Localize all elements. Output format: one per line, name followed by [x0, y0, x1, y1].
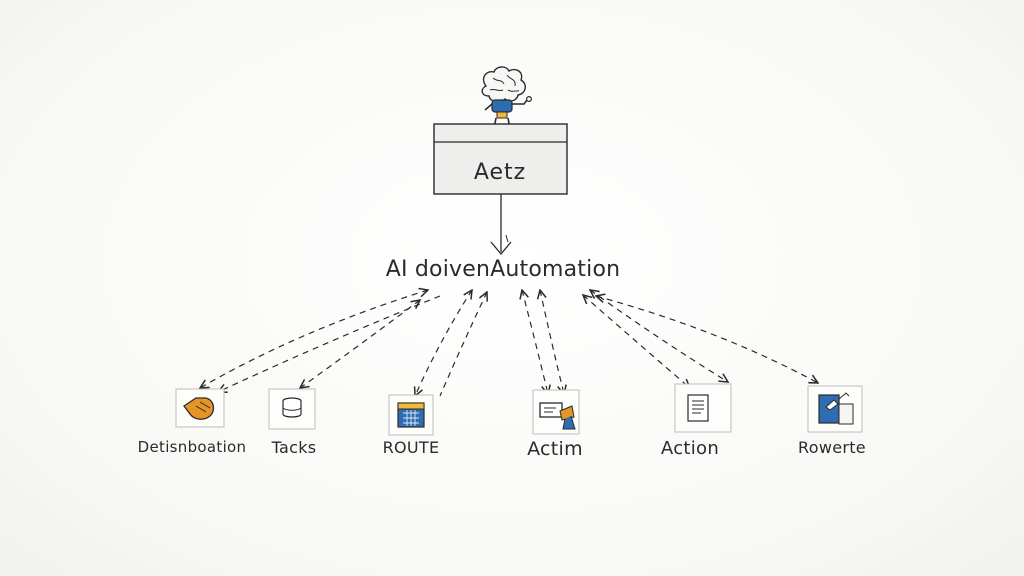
node-label: Action [660, 438, 720, 459]
node-label: ROUTE [382, 438, 440, 457]
blue-flag-icon [818, 392, 854, 425]
node-icon-3 [532, 389, 580, 435]
connector-5 [596, 296, 818, 383]
hub-connectors [200, 290, 818, 396]
node-label: Tacks [271, 438, 317, 457]
document-icon [687, 394, 709, 422]
node-icon-2 [388, 394, 434, 436]
top-box-label: Aetz [473, 160, 527, 185]
hub-label: AI doivenAutomation [385, 257, 621, 282]
connector-2b [439, 292, 487, 397]
connector-3a [522, 290, 548, 394]
orange-pouch-icon [183, 397, 215, 420]
box-to-hub-arrow [490, 194, 512, 256]
connector-0b [218, 295, 441, 392]
connector-4a [583, 295, 690, 388]
top-box [433, 123, 568, 195]
node-label: Rowerte [798, 438, 866, 457]
monitor-card-icon [539, 402, 576, 430]
blue-calendar-icon [397, 402, 425, 428]
node-label: Actim [527, 438, 583, 460]
connector-2a [415, 290, 472, 396]
node-icon-0 [175, 388, 225, 428]
connector-0a [200, 290, 428, 388]
cylinder-icon [282, 397, 302, 418]
node-icon-4 [674, 383, 732, 433]
connector-4b [590, 290, 728, 382]
node-icon-5 [807, 385, 863, 433]
connector-3b [540, 290, 564, 394]
node-label: Detisnboation [137, 438, 247, 456]
node-icon-1 [268, 388, 316, 430]
